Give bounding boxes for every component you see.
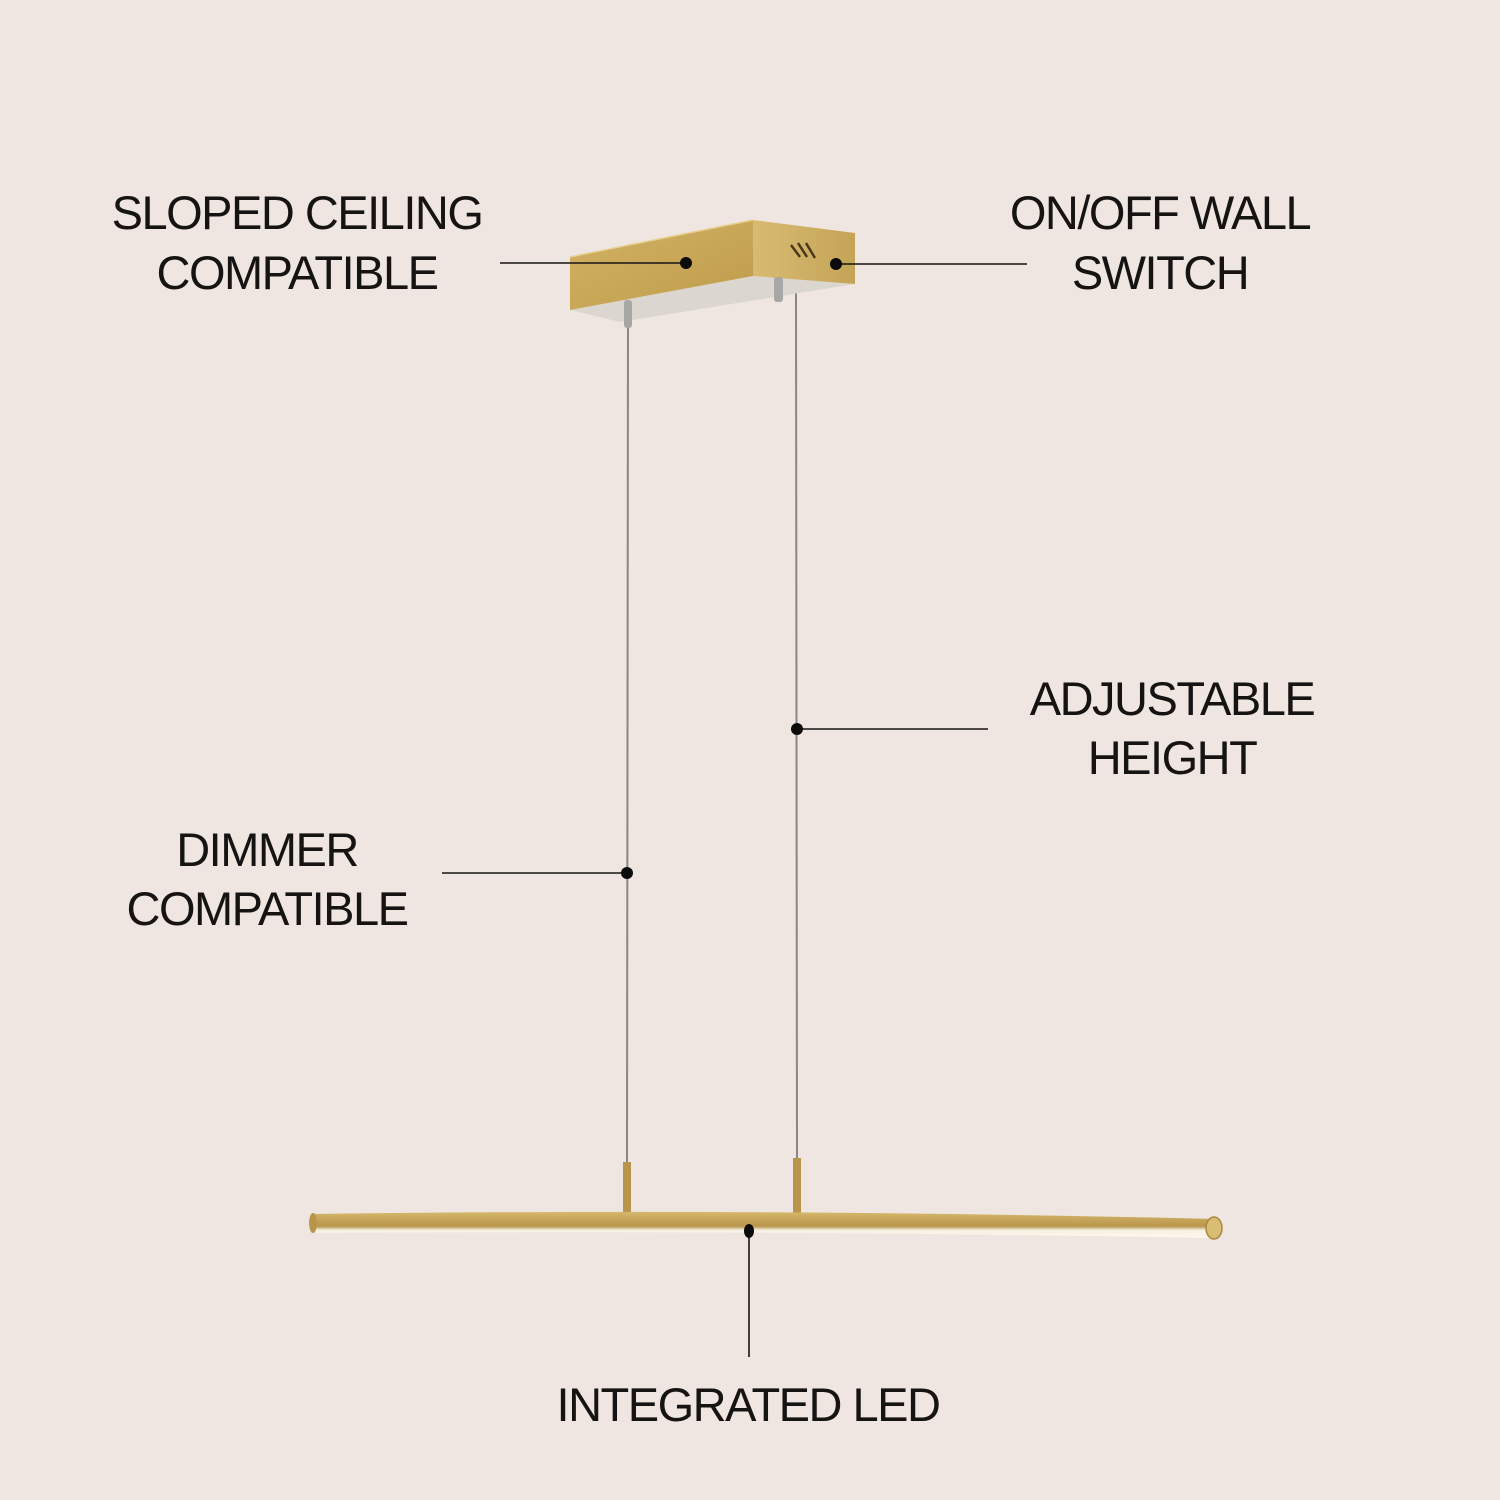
callout-wall-switch-line2: SWITCH [1072,246,1248,299]
callout-dimmer-line2: COMPATIBLE [127,882,408,935]
callout-adjustable-height-line2: HEIGHT [1088,731,1257,784]
callout-wall-switch-line1: ON/OFF WALL [1010,186,1311,239]
callout-sloped-ceiling-line1: SLOPED CEILING [112,186,483,239]
callout-integrated-led: INTEGRATED LED [557,1378,940,1431]
callout-adjustable-height-line1: ADJUSTABLE [1030,672,1315,725]
led-bar-fixture [309,1158,1223,1240]
suspension-cable-left [626,317,629,1166]
callout-dimmer-line1: DIMMER [176,823,358,876]
leader-lines [442,262,1027,1357]
callout-sloped-ceiling-line2: COMPATIBLE [157,246,438,299]
vent-slots-icon [790,242,817,259]
ceiling-canopy [569,219,855,328]
callout-dots [621,257,842,1238]
